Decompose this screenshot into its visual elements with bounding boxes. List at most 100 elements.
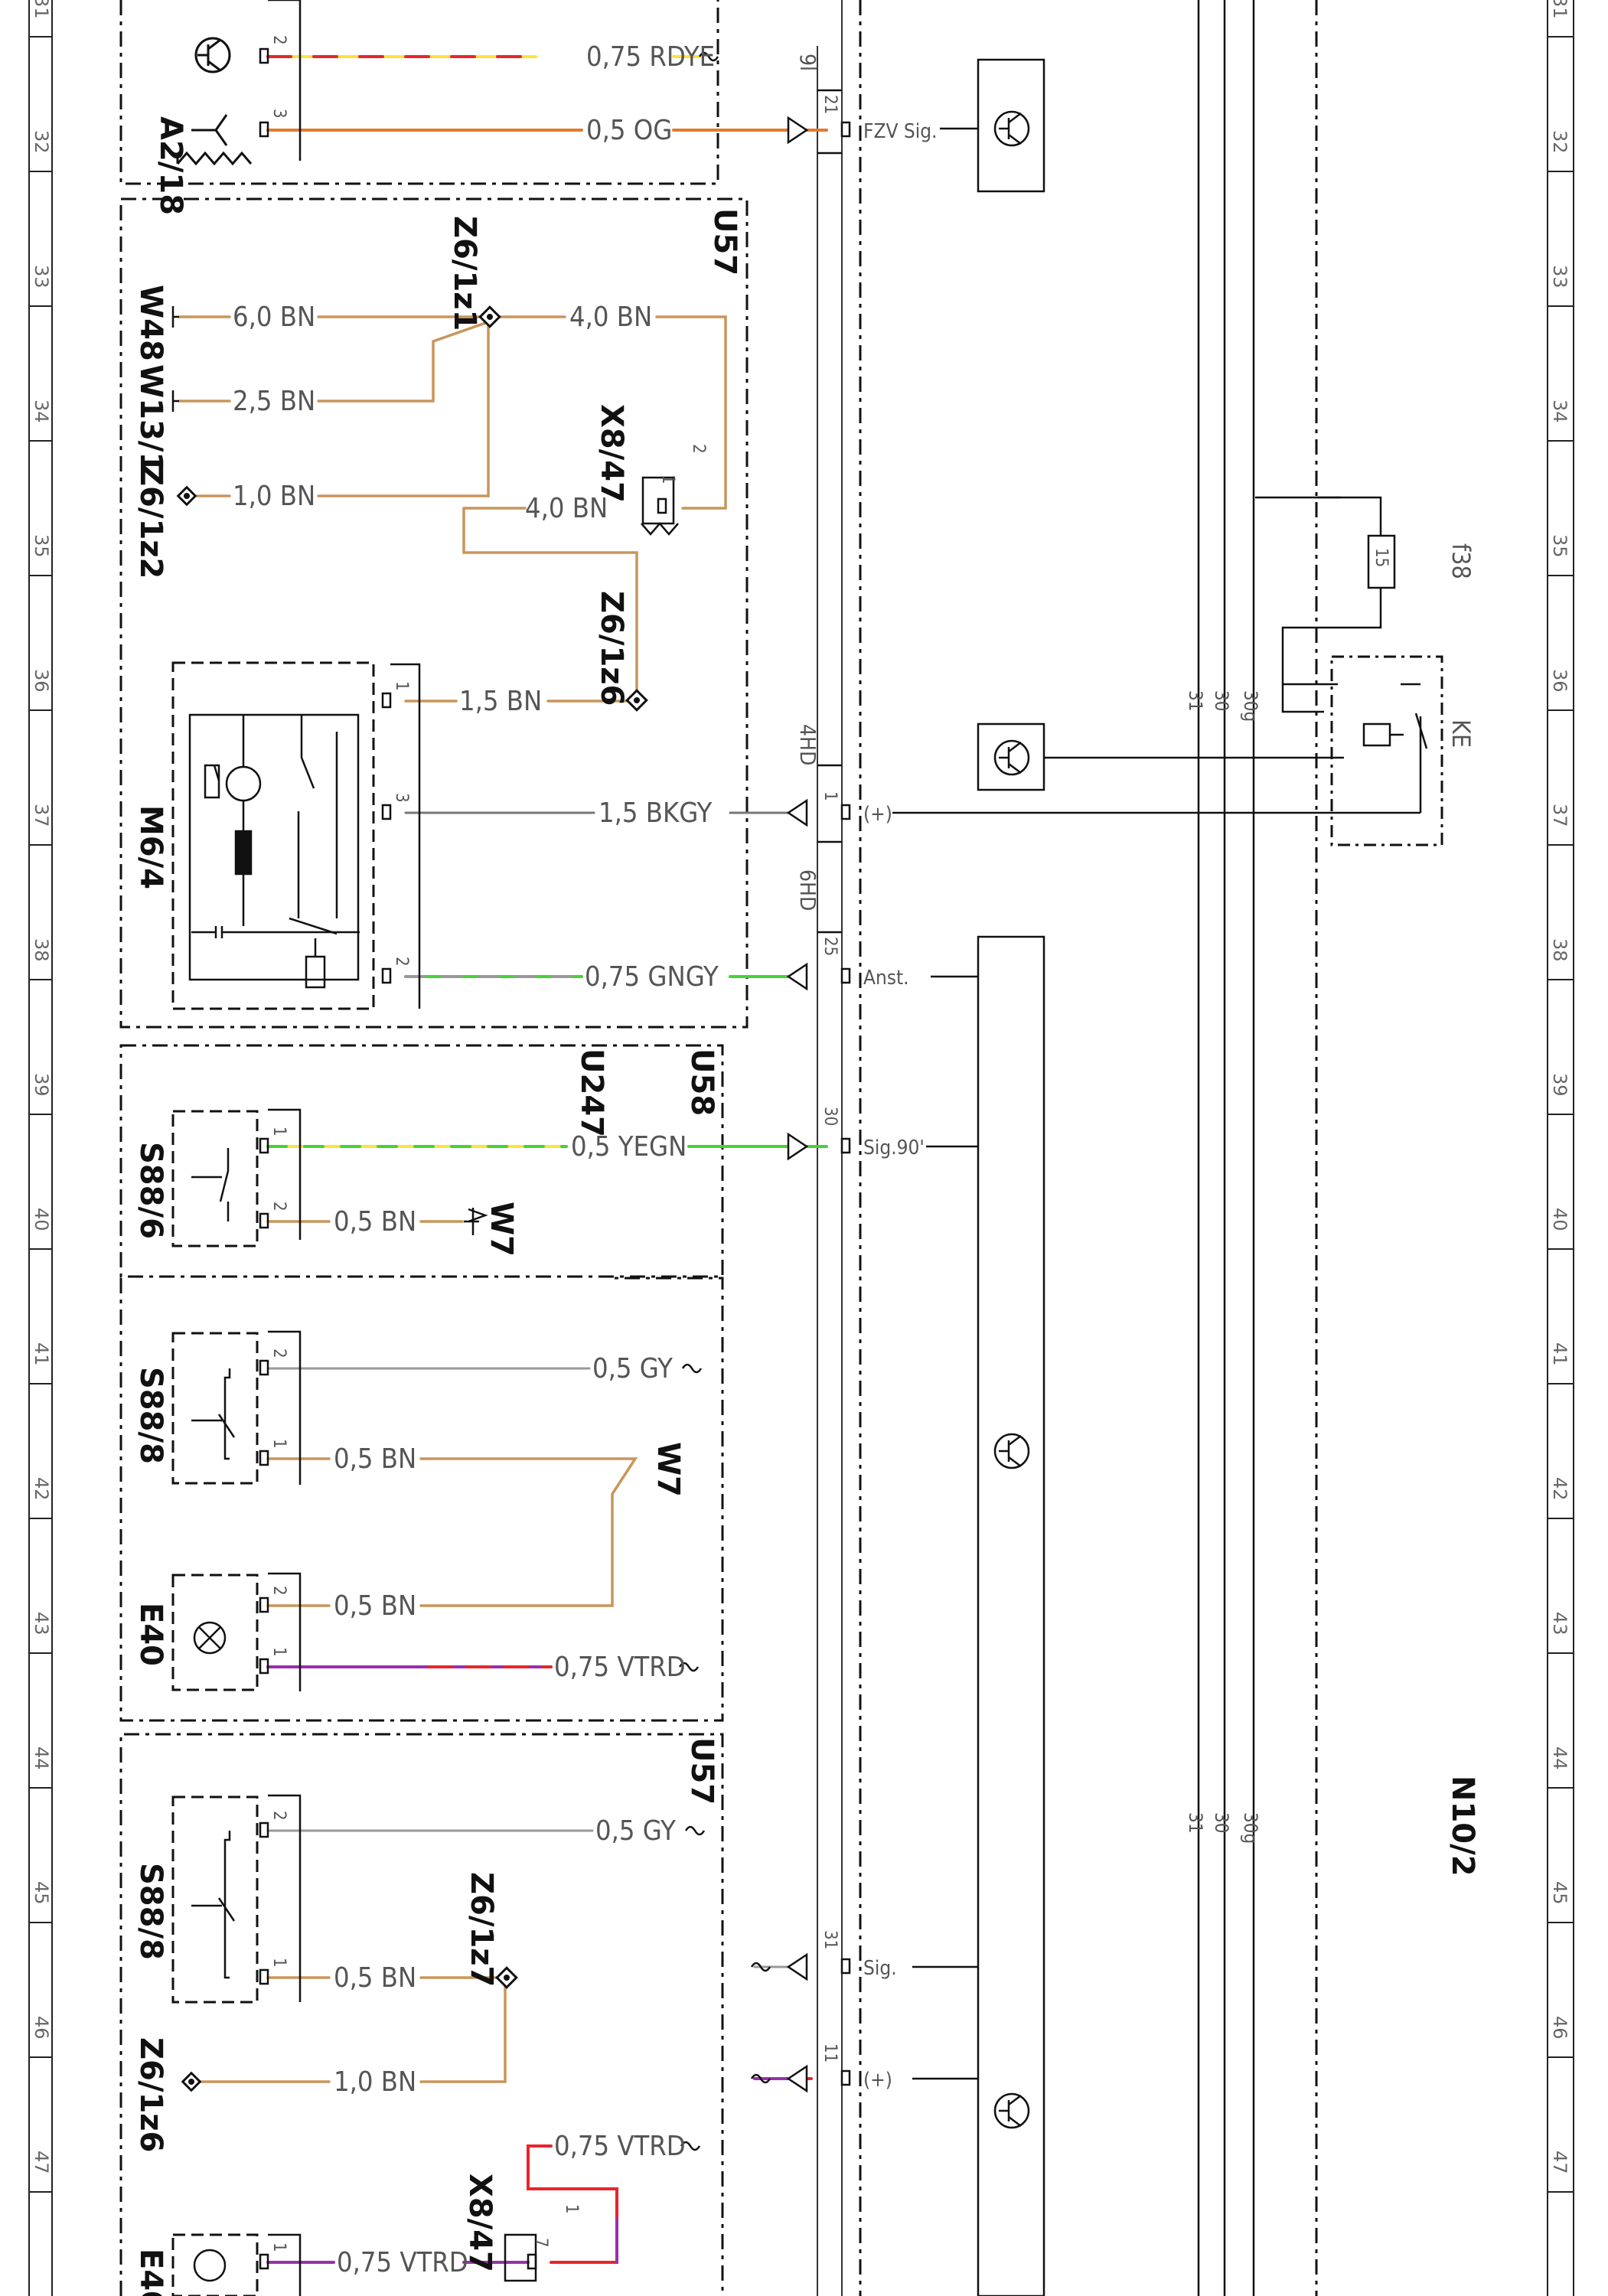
pin-number: 2 xyxy=(269,1202,289,1212)
wire-label: 4,0 BN xyxy=(525,493,608,524)
group-box-u58 xyxy=(119,1044,724,1278)
fuse-f38 xyxy=(1367,534,1396,589)
ruler-number-left: 39 xyxy=(31,1073,52,1097)
ruler-number-left: 41 xyxy=(31,1342,52,1366)
pin-number: 3 xyxy=(269,109,289,119)
relay-coil-icon xyxy=(1362,713,1428,749)
component-label: Z6/1z7 xyxy=(464,1872,499,1987)
pin-number: 2 xyxy=(269,1811,289,1821)
transistor-icon xyxy=(993,739,1030,776)
ground-marker-icon xyxy=(464,1208,488,1235)
wire-label: 0,5 YEGN xyxy=(571,1131,687,1163)
wire-label: 4,0 BN xyxy=(569,302,652,333)
ruler-number-right: 43 xyxy=(1549,1612,1570,1636)
component-label: Z6/1z1 xyxy=(447,216,482,331)
wire-continuation-icon xyxy=(684,1825,706,1836)
lamp-icon xyxy=(193,2249,227,2282)
transistor-icon xyxy=(194,37,231,73)
ruler-number-left: 37 xyxy=(31,804,52,827)
component-label: S88/6 xyxy=(133,1142,168,1239)
ruler-number-right: 39 xyxy=(1549,1073,1570,1097)
component-label: S88/8 xyxy=(133,1863,168,1960)
left-ruler xyxy=(28,0,53,2296)
connector-label: 4HD xyxy=(795,724,820,765)
pin-number: 1 xyxy=(269,1439,289,1449)
component-label: U57 xyxy=(707,208,742,276)
connector-pin: 21 xyxy=(820,95,840,114)
group-box-u57-bottom xyxy=(119,1733,724,2296)
wire-label: 1,0 BN xyxy=(233,481,315,512)
ruler-number-right: 40 xyxy=(1549,1208,1570,1231)
bus-label: 30 xyxy=(1211,690,1232,711)
coil-icon xyxy=(234,830,253,876)
connector-arrow-icon xyxy=(786,798,808,827)
wire-label: 0,75 VTRD xyxy=(554,2131,686,2162)
wire-label: 0,5 BN xyxy=(334,1206,416,1238)
connector-arrow-icon xyxy=(786,1952,808,1981)
bus-label: 30 xyxy=(1211,1812,1232,1833)
wire-continuation-icon xyxy=(750,1962,771,1972)
signal-label: FZV Sig. xyxy=(863,120,938,143)
wire-label: 0,75 GNGY xyxy=(585,961,719,993)
pin-number: 1 xyxy=(269,1127,289,1137)
module-block-main xyxy=(977,935,1045,2296)
ruler-number-right: 44 xyxy=(1549,1746,1570,1770)
ruler-number-right: 35 xyxy=(1549,534,1570,558)
wire-label: 0,5 GY xyxy=(592,1353,673,1384)
transistor-icon xyxy=(993,1433,1030,1469)
ruler-number-left: 35 xyxy=(31,534,52,558)
connector-label: 9l xyxy=(795,54,820,71)
antenna-icon xyxy=(191,114,228,146)
pin-number: 1 xyxy=(269,2242,289,2252)
s88-8-box-a xyxy=(171,1332,259,1485)
wire-continuation-icon xyxy=(698,51,719,62)
ruler-number-right: 34 xyxy=(1549,400,1570,423)
right-ruler xyxy=(1547,0,1574,2296)
fuse-label: f38 xyxy=(1447,543,1476,579)
ruler-number-left: 47 xyxy=(31,2151,52,2174)
pin-number: 1 xyxy=(562,2204,581,2214)
signal-label: Anst. xyxy=(863,967,909,990)
component-label: S88/8 xyxy=(133,1367,168,1464)
pin-number: 7 xyxy=(531,2238,550,2248)
wire-label: 6,0 BN xyxy=(233,302,315,333)
component-label: Z6/1z6 xyxy=(594,591,629,706)
wire-continuation-icon xyxy=(681,1363,703,1374)
bus-label: 30g xyxy=(1240,690,1261,722)
component-label: X8/47 xyxy=(462,2174,497,2272)
e40-box xyxy=(171,1574,259,1691)
ruler-number-right: 31 xyxy=(1549,0,1570,19)
component-label: A2/18 xyxy=(153,116,188,215)
pin-number: 1 xyxy=(269,1958,289,1968)
component-label: W7 xyxy=(651,1442,686,1497)
wire-label: 1,5 BN xyxy=(459,686,542,717)
ruler-number-left: 38 xyxy=(31,938,52,962)
ruler-number-left: 43 xyxy=(31,1612,52,1636)
component-label: Z6/1z2 xyxy=(133,464,168,579)
switch-icon xyxy=(191,1148,230,1221)
component-label: W48 xyxy=(133,285,168,361)
pin-number: 2 xyxy=(269,1586,289,1596)
relay-label: KE xyxy=(1447,719,1476,748)
ruler-number-right: 46 xyxy=(1549,2016,1570,2040)
transistor-icon xyxy=(993,110,1030,147)
pin-number: 2 xyxy=(392,957,411,967)
wire-continuation-icon xyxy=(750,2073,771,2084)
group-box-u247 xyxy=(119,1277,724,1722)
ruler-number-right: 41 xyxy=(1549,1342,1570,1366)
wire-label: 0,5 BN xyxy=(334,1962,416,1994)
bus-label: 31 xyxy=(1185,690,1206,711)
ruler-number-left: 31 xyxy=(31,0,52,19)
wire-label: 0,75 VTRD xyxy=(337,2247,468,2278)
switch-icon xyxy=(191,1831,236,1979)
pin-number: 1 xyxy=(392,681,411,691)
lamp-icon xyxy=(193,1621,227,1655)
ruler-number-left: 40 xyxy=(31,1208,52,1231)
ground-zigzag-icon xyxy=(176,151,253,166)
wire-label: 2,5 BN xyxy=(233,386,315,417)
component-label: W7 xyxy=(484,1202,519,1257)
component-label: X8/47 xyxy=(594,404,629,503)
pin-number: 2 xyxy=(269,1349,289,1358)
ruler-number-left: 42 xyxy=(31,1477,52,1501)
wire-label: 1,0 BN xyxy=(334,2066,416,2098)
